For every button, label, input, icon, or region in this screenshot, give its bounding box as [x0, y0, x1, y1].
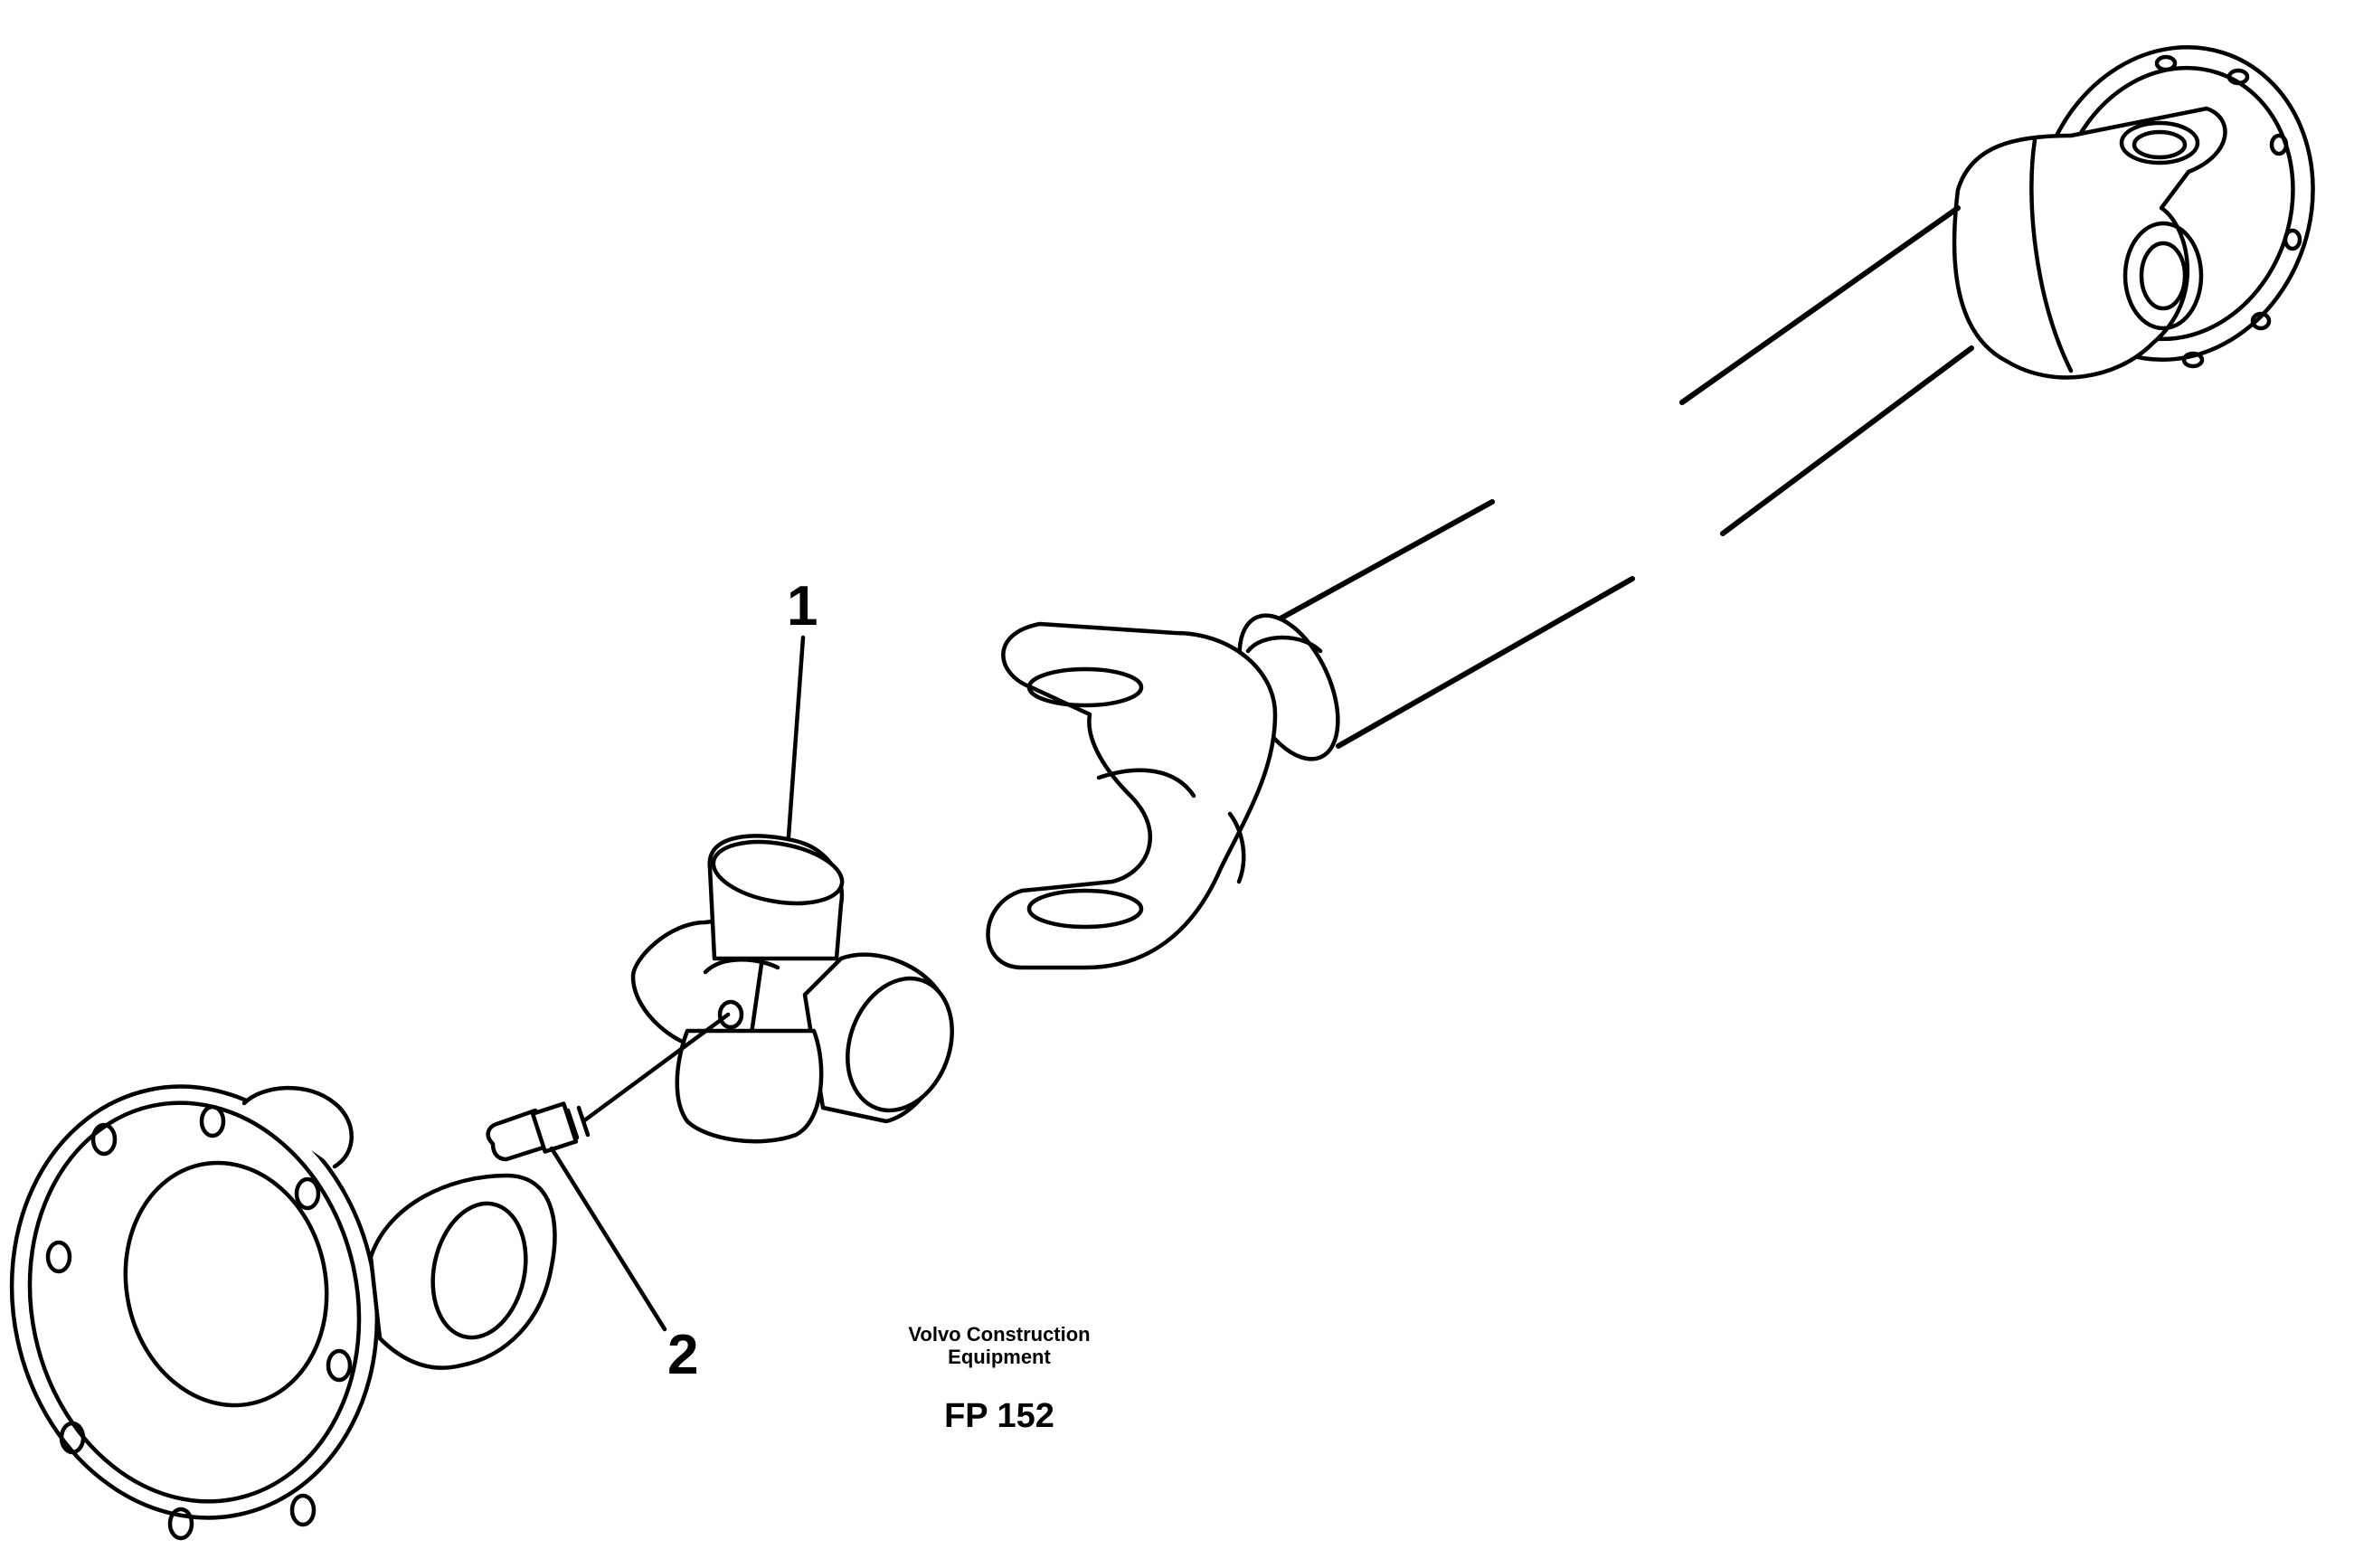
grease-nipple: [486, 1012, 731, 1162]
caption-company: Volvo Construction Equipment: [864, 1323, 1135, 1369]
figure-code: FP 152: [944, 1397, 1054, 1435]
tube-yoke: [986, 613, 1340, 970]
caption-company-line1: Volvo Construction: [908, 1323, 1091, 1346]
callout-2: 2: [667, 1324, 699, 1386]
right-flange-yoke: [1952, 44, 2315, 380]
leader-line-1: [786, 635, 806, 839]
shaft-tube: [1268, 205, 1974, 749]
leader-line-2: [549, 1146, 667, 1332]
caption-company-line2: Equipment: [948, 1346, 1051, 1369]
left-flange-yoke: [9, 1084, 557, 1541]
callout-1: 1: [787, 575, 818, 638]
universal-joint-cross: [630, 834, 954, 1144]
